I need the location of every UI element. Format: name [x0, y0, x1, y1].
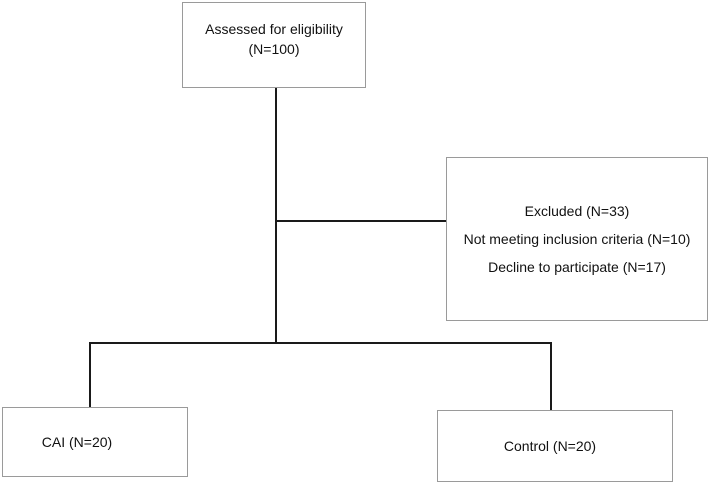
eligibility-box: Assessed for eligibility (N=100)	[182, 2, 366, 88]
cai-group-box: CAI (N=20)	[2, 407, 188, 477]
main-vertical-connector	[275, 88, 277, 342]
eligibility-label: Assessed for eligibility	[205, 21, 343, 37]
control-branch-connector	[550, 342, 552, 410]
excluded-title: Excluded (N=33)	[524, 202, 630, 219]
excluded-reason-inclusion: Not meeting inclusion criteria (N=10)	[463, 230, 691, 247]
cai-branch-connector	[89, 342, 91, 407]
cai-group-label: CAI (N=20)	[41, 433, 113, 450]
excluded-box: Excluded (N=33) Not meeting inclusion cr…	[446, 157, 708, 321]
excluded-reason-decline: Decline to participate (N=17)	[488, 259, 666, 276]
control-group-box: Control (N=20)	[437, 410, 673, 482]
exclusion-branch-connector	[275, 220, 446, 222]
eligibility-count: (N=100)	[248, 41, 300, 58]
allocation-horizontal-connector	[89, 342, 551, 344]
control-group-label: Control (N=20)	[503, 437, 597, 454]
